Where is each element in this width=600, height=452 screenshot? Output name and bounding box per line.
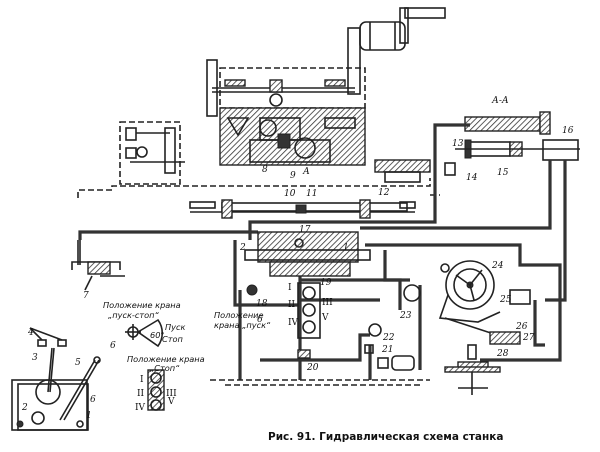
cylinder-16	[542, 139, 579, 161]
svg-text:6: 6	[257, 315, 263, 325]
note-start-tap-2: крана „пуск“	[214, 320, 271, 330]
svg-text:V: V	[321, 313, 329, 323]
svg-text:2: 2	[239, 243, 246, 253]
right-mechanism	[403, 260, 531, 345]
auxiliary-drive-unit	[119, 121, 185, 185]
svg-text:13: 13	[452, 139, 464, 149]
svg-text:IV: IV	[135, 403, 146, 413]
svg-text:8: 8	[262, 165, 268, 175]
svg-text:V: V	[167, 397, 175, 407]
lever	[438, 294, 501, 323]
svg-text:16: 16	[562, 126, 574, 136]
section-marker: А	[302, 167, 310, 177]
piston-11	[295, 204, 307, 214]
check-valve-17	[294, 238, 304, 248]
valve-26-27-28	[489, 331, 521, 345]
spindle-unit	[444, 344, 501, 395]
carriage-body	[219, 107, 366, 166]
relief-valve-22	[364, 344, 374, 354]
note-start-tap-1: Положение	[214, 310, 264, 320]
svg-text:24: 24	[491, 261, 504, 271]
svg-text:22: 22	[382, 333, 395, 343]
upper-cylinder	[464, 116, 541, 132]
svg-text:27: 27	[522, 333, 535, 343]
valve-23	[403, 284, 421, 302]
svg-text:25: 25	[499, 295, 512, 305]
svg-text:18: 18	[256, 299, 268, 309]
svg-text:21: 21	[381, 345, 393, 355]
pressure-gauge	[368, 323, 382, 337]
main-control-valve	[244, 231, 371, 359]
svg-text:II: II	[288, 300, 296, 310]
svg-text:1: 1	[343, 243, 349, 253]
valve-body	[257, 231, 359, 263]
drive-belt	[347, 27, 361, 95]
svg-text:IV: IV	[288, 318, 299, 328]
figure-caption: Рис. 91. Гидравлическая схема станка	[268, 431, 503, 443]
table-cylinder	[189, 199, 416, 219]
svg-text:5: 5	[75, 358, 81, 368]
svg-text:III: III	[322, 298, 333, 308]
bed-outline	[77, 178, 431, 198]
svg-text:15: 15	[497, 168, 509, 178]
handwheel-24	[445, 260, 495, 310]
svg-text:14: 14	[466, 173, 478, 183]
note-stop-tap-2: „Стоп“	[150, 363, 180, 373]
svg-text:I: I	[288, 283, 292, 293]
stop-14	[444, 162, 456, 176]
svg-text:I: I	[140, 375, 144, 385]
note-stop: Стоп	[162, 334, 183, 344]
stop-tap-block	[297, 282, 321, 339]
section-label: А-А	[491, 96, 509, 106]
note-start-stop-1: Положение крана	[103, 300, 181, 310]
svg-text:19: 19	[320, 278, 332, 288]
svg-text:17: 17	[299, 225, 311, 235]
note-stop-tap-1: Положение крана	[127, 354, 205, 364]
svg-text:II: II	[137, 389, 145, 399]
svg-text:11: 11	[306, 189, 317, 199]
svg-text:3: 3	[32, 353, 38, 363]
svg-text:6: 6	[110, 341, 116, 351]
cylinder-10	[221, 202, 408, 212]
valve-25	[509, 289, 531, 305]
svg-text:10: 10	[284, 189, 296, 199]
svg-text:20: 20	[306, 363, 319, 373]
hydraulic-lines	[78, 123, 567, 380]
control-panel	[11, 327, 101, 431]
svg-text:23: 23	[399, 311, 412, 321]
gear-9	[294, 137, 316, 159]
electric-motor-top	[359, 21, 406, 51]
motor-link-rod	[404, 7, 446, 19]
svg-text:7: 7	[83, 291, 89, 301]
svg-text:4: 4	[27, 328, 34, 338]
svg-text:28: 28	[496, 349, 509, 359]
svg-text:1: 1	[86, 411, 92, 421]
oil-tank	[210, 379, 430, 386]
throttle-18	[246, 284, 258, 296]
valve-7-unit	[71, 240, 125, 291]
svg-text:2: 2	[21, 403, 28, 413]
pump-21	[377, 357, 389, 369]
svg-text:III: III	[166, 389, 177, 399]
filter-20	[297, 349, 311, 359]
spool	[244, 249, 371, 261]
svg-text:26: 26	[515, 322, 528, 332]
svg-text:12: 12	[378, 188, 390, 198]
start-stop-tap	[125, 318, 165, 411]
note-angle: 60°	[150, 330, 165, 340]
pump-station	[364, 323, 415, 371]
note-start-stop-2: „пуск-стоп“	[108, 310, 159, 320]
note-start: Пуск	[165, 322, 186, 332]
valve-unit	[374, 159, 431, 173]
svg-text:6: 6	[90, 395, 96, 405]
svg-text:9: 9	[290, 171, 296, 181]
machine-head-section	[206, 7, 446, 166]
pump-motor	[391, 355, 415, 371]
